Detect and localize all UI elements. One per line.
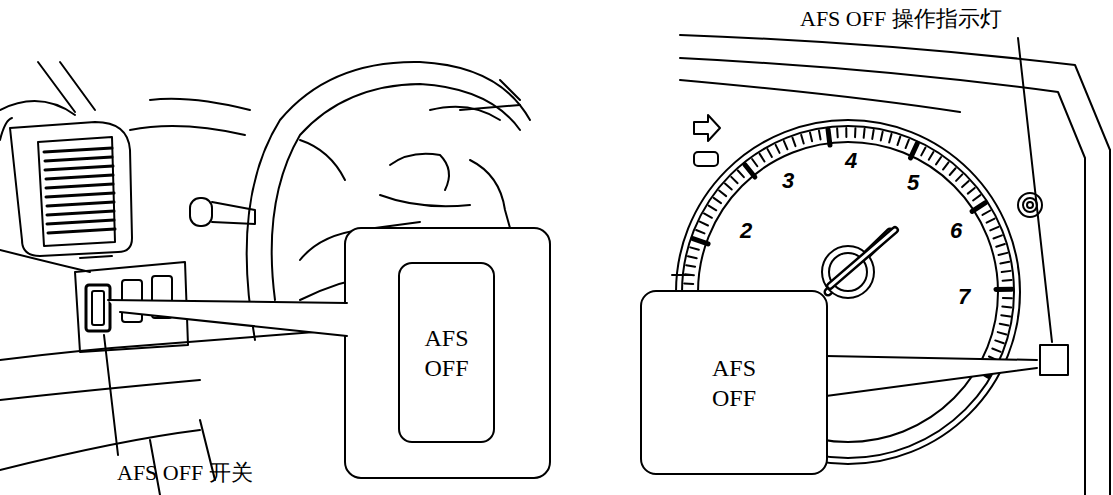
- switch-button: AFS OFF: [398, 262, 495, 443]
- air-vent: [10, 122, 132, 258]
- dashboard: [0, 62, 520, 495]
- callout-bubble: [108, 228, 550, 478]
- turn-indicator: [694, 115, 720, 166]
- gauge-number: 2: [740, 218, 752, 244]
- gauge-number: 3: [782, 168, 794, 194]
- switch-label: AFS OFF: [417, 323, 477, 383]
- indicator-lamp: [1040, 345, 1068, 375]
- callout-wedge: [826, 356, 1038, 396]
- leader-line: [104, 335, 118, 455]
- gauge-number: 5: [907, 170, 919, 196]
- part-label: AFS OFF 开关: [117, 458, 253, 488]
- stalk: [190, 198, 255, 226]
- leader-line: [1018, 38, 1052, 342]
- gauge-number: 6: [950, 218, 962, 244]
- gauge-number: 4: [845, 148, 857, 174]
- gauge-number: 7: [958, 284, 970, 310]
- part-label: AFS OFF 操作指示灯: [800, 4, 1002, 34]
- callout-box: AFS OFF: [640, 290, 828, 475]
- switch-label: AFS OFF: [704, 353, 764, 413]
